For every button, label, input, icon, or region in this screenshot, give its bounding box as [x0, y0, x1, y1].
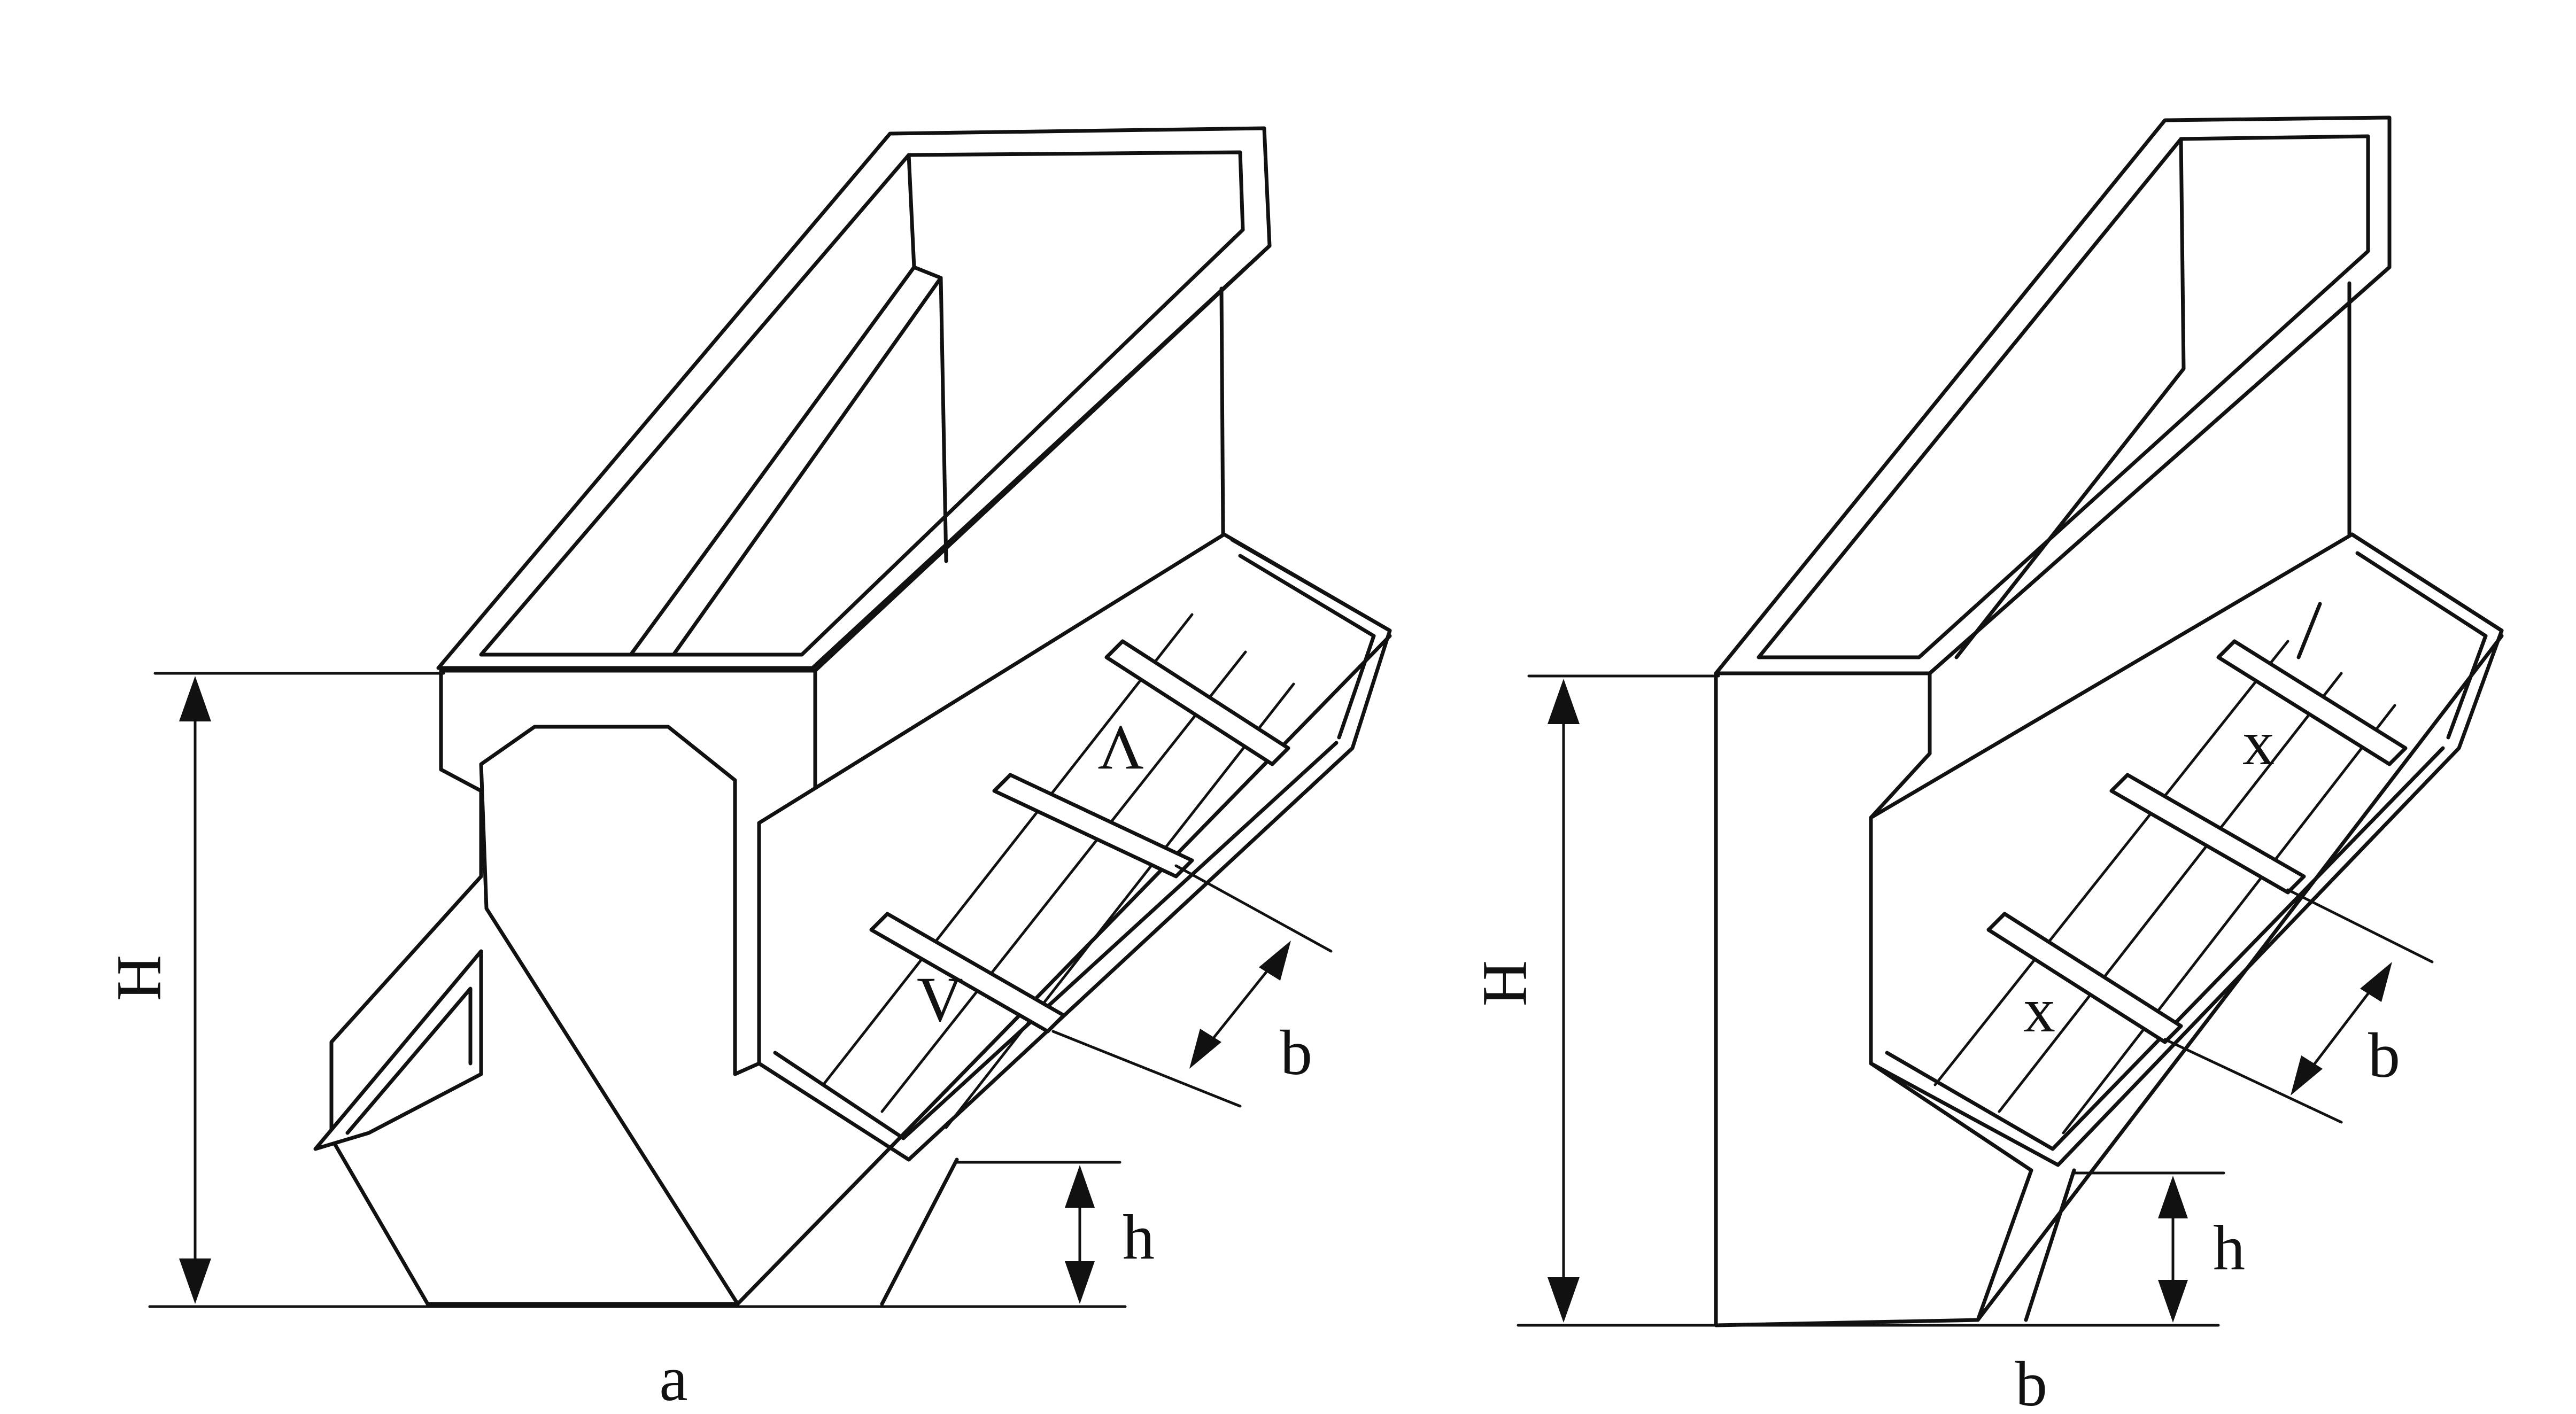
trough-mark-b-1: x [2242, 707, 2275, 778]
front-wall-a [329, 669, 817, 1306]
divider-bar-b-1 [2216, 639, 2408, 766]
dim-b-extension-2-a [1051, 1030, 1242, 1108]
hopper-inner-left-wall-b [1954, 137, 2186, 659]
dim-b-arrow-2-a [1189, 1029, 1221, 1069]
right-trough-rim-a [1230, 538, 1392, 633]
dimension-b-b: b [2163, 888, 2434, 1124]
right-trough-foot-a [880, 1157, 959, 1306]
dimension-h-a: h [955, 1161, 1155, 1304]
dim-b-extension-1-b [2286, 888, 2434, 964]
hopper-b [1714, 115, 2392, 692]
dimension-b-a: b [1051, 864, 1333, 1108]
dim-b-arrow-2-b [2291, 1055, 2323, 1096]
dim-H-arrow-up-a [179, 676, 211, 721]
dim-h-label-b: h [2213, 1212, 2245, 1283]
left-trough-a [313, 949, 483, 1151]
dim-b-extension-2-b [2163, 1038, 2343, 1124]
panel-a: V V H h b a [103, 126, 1392, 1414]
dim-H-label-a: H [103, 955, 174, 1001]
panel-caption-a: a [659, 1343, 687, 1414]
left-trough-inner-a [345, 986, 473, 1135]
right-trough-inner-rim-b [2355, 551, 2488, 740]
divider-bar-b-2 [2109, 773, 2306, 895]
hopper-inner-rim-b [1757, 134, 2370, 659]
trough-slat-b-2 [1998, 672, 2343, 1113]
panel-caption-b: b [2015, 1348, 2047, 1414]
right-trough-a: V V [736, 532, 1392, 1306]
right-trough-outer-slope-b [1976, 634, 2504, 1322]
divider-bar-a-3 [869, 912, 1066, 1034]
right-trough-inner-rim-a [1238, 554, 1376, 740]
dim-h-arrow-down-b [2158, 1280, 2188, 1323]
trough-slat-b-1 [1933, 640, 2289, 1086]
dim-h-arrow-up-b [2158, 1176, 2188, 1218]
trough-mark-a-2: V [917, 964, 963, 1035]
dim-h-arrow-down-a [1065, 1261, 1095, 1304]
trough-slat-a-3 [945, 682, 1295, 1129]
hopper-inner-rim-a [479, 150, 1245, 657]
dim-b-arrow-1-a [1259, 941, 1291, 981]
trough-back-post-b [2296, 602, 2322, 659]
hopper-front-slope-edge-b [1928, 265, 2392, 675]
trough-slat-a-1 [822, 613, 1194, 1086]
hopper-front-slope-edge-a [813, 244, 1272, 673]
trough-slat-a-2 [880, 650, 1247, 1113]
trough-mark-b-2: x [2023, 974, 2055, 1045]
dim-b-label-a: b [1280, 1017, 1312, 1088]
right-trough-foot-b [2024, 1168, 2076, 1322]
dimension-h-b: h [2072, 1171, 2245, 1323]
dim-H-arrow-down-a [179, 1258, 211, 1304]
divider-bar-a-2 [992, 773, 1194, 879]
hopper-a [436, 126, 1272, 692]
right-trough-rim-b [2350, 532, 2504, 633]
dim-h-arrow-up-a [1065, 1165, 1095, 1208]
trough-mark-a-1: V [1097, 713, 1144, 784]
dim-H-arrow-down-b [1548, 1277, 1580, 1323]
dimension-H-b: H [1469, 674, 2220, 1327]
dim-b-extension-1-a [1174, 864, 1333, 953]
dim-b-label-b: b [2368, 1020, 2400, 1091]
hopper-inner-slope-line-a [671, 276, 943, 657]
divider-bar-a-1 [1104, 639, 1290, 766]
dim-h-label-a: h [1123, 1201, 1155, 1272]
dimension-H-a: H [103, 672, 1127, 1308]
dim-b-arrow-1-b [2360, 962, 2392, 1002]
dim-H-arrow-up-b [1548, 679, 1580, 724]
panel-b: x x H h b b [1469, 115, 2504, 1414]
divider-bar-b-3 [1986, 912, 2183, 1044]
right-trough-body-a [757, 532, 1392, 1162]
right-trough-b: x x [1869, 532, 2504, 1322]
dim-H-label-b: H [1469, 960, 1540, 1007]
trough-slat-b-3 [2062, 704, 2396, 1135]
